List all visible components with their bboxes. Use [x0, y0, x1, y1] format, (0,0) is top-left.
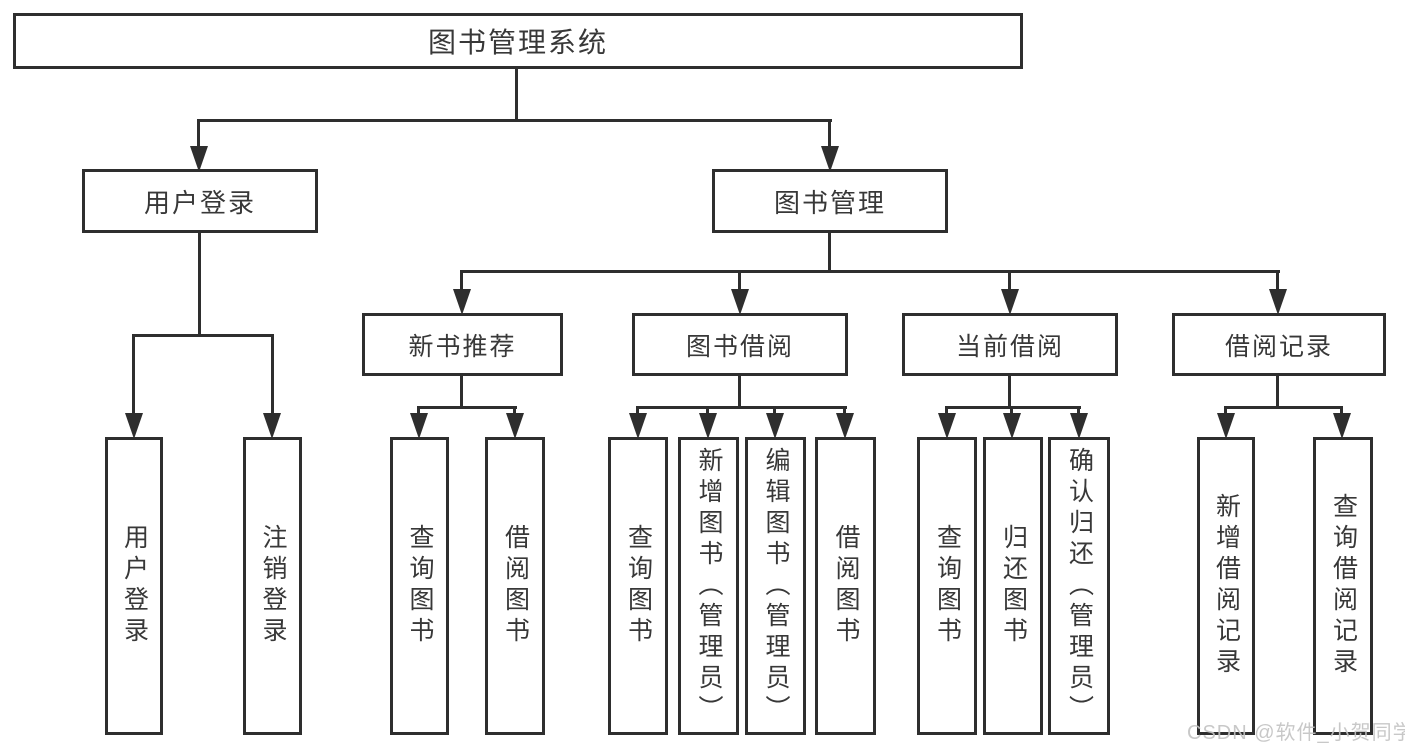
tree-connector — [946, 406, 1081, 409]
tree-connector — [198, 119, 832, 122]
tree-connector — [738, 270, 741, 294]
node-label: 注销登录 — [259, 524, 287, 648]
node-label: 图书借阅 — [685, 332, 794, 361]
tree-connector — [1276, 375, 1279, 409]
arrow-down-icon — [1070, 413, 1088, 439]
tree-connector — [133, 334, 274, 337]
tree-connector — [515, 68, 518, 122]
node-library-management-system: 图书管理系统 — [13, 13, 1023, 69]
node-borrowing-records: 借阅记录 — [1172, 313, 1386, 376]
node-label: 归还图书 — [999, 524, 1028, 648]
node-leaf-query-books: 查询图书 — [608, 437, 668, 735]
node-label: 用户登录 — [143, 187, 256, 218]
tree-connector — [197, 119, 200, 151]
arrow-down-icon — [1001, 289, 1019, 315]
tree-connector — [460, 375, 463, 409]
node-leaf-edit-books-admin: 编辑图书（管理员） — [745, 437, 806, 735]
node-leaf-query-books: 查询图书 — [390, 437, 449, 735]
node-label: 查询图书 — [624, 524, 653, 648]
node-label: 借阅图书 — [832, 524, 860, 648]
arrow-down-icon — [410, 413, 428, 439]
node-leaf-add-borrow-record: 新增借阅记录 — [1197, 437, 1255, 735]
tree-connector — [1008, 270, 1011, 294]
node-label: 图书管理 — [773, 187, 886, 218]
node-book-management-module: 图书管理 — [712, 169, 948, 233]
arrow-down-icon — [506, 413, 524, 439]
tree-connector — [132, 334, 135, 418]
tree-connector — [461, 270, 1280, 273]
arrow-down-icon — [731, 289, 749, 315]
arrow-down-icon — [1333, 413, 1351, 439]
tree-connector — [418, 406, 517, 409]
node-user-login-module: 用户登录 — [82, 169, 318, 233]
arrow-down-icon — [836, 413, 854, 439]
csdn-watermark: CSDN @软件_小贺同学 — [1187, 722, 1405, 744]
arrow-down-icon — [821, 146, 839, 172]
node-leaf-borrow-books: 借阅图书 — [485, 437, 545, 735]
arrow-down-icon — [1217, 413, 1235, 439]
tree-connector — [271, 334, 274, 418]
arrow-down-icon — [699, 413, 717, 439]
arrow-down-icon — [1269, 289, 1287, 315]
node-leaf-borrow-books: 借阅图书 — [815, 437, 876, 735]
arrow-down-icon — [1003, 413, 1021, 439]
tree-connector — [1008, 375, 1011, 409]
node-label: 确认归还（管理员） — [1065, 446, 1094, 726]
node-label: 查询图书 — [933, 524, 962, 648]
node-label: 新书推荐 — [408, 332, 517, 361]
arrow-down-icon — [263, 413, 281, 439]
node-label: 新增图书（管理员） — [695, 446, 723, 726]
arrow-down-icon — [190, 146, 208, 172]
tree-connector — [198, 233, 201, 337]
node-leaf-confirm-return-admin: 确认归还（管理员） — [1048, 437, 1110, 735]
tree-connector — [1276, 270, 1279, 294]
node-leaf-logout: 注销登录 — [243, 437, 302, 735]
arrow-down-icon — [938, 413, 956, 439]
node-label: 新增借阅记录 — [1212, 493, 1241, 679]
arrow-down-icon — [125, 413, 143, 439]
tree-connector — [637, 406, 847, 409]
node-label: 查询借阅记录 — [1329, 493, 1358, 679]
tree-connector — [738, 375, 741, 409]
node-label: 查询图书 — [406, 524, 434, 648]
arrow-down-icon — [766, 413, 784, 439]
node-label: 用户登录 — [120, 524, 149, 648]
node-book-borrowing: 图书借阅 — [632, 313, 848, 376]
node-leaf-add-books-admin: 新增图书（管理员） — [678, 437, 739, 735]
node-label: 借阅记录 — [1224, 332, 1333, 361]
node-label: 图书管理系统 — [427, 27, 608, 58]
arrow-down-icon — [453, 289, 471, 315]
node-leaf-return-books: 归还图书 — [983, 437, 1043, 735]
arrow-down-icon — [629, 413, 647, 439]
tree-connector — [460, 270, 463, 294]
node-leaf-query-books: 查询图书 — [917, 437, 977, 735]
node-leaf-user-login: 用户登录 — [105, 437, 163, 735]
node-new-book-recommend: 新书推荐 — [362, 313, 563, 376]
node-label: 编辑图书（管理员） — [762, 446, 790, 726]
tree-connector — [828, 119, 831, 151]
node-leaf-query-borrow-record: 查询借阅记录 — [1313, 437, 1373, 735]
node-label: 借阅图书 — [501, 524, 530, 648]
tree-connector — [1225, 406, 1343, 409]
node-current-borrowing: 当前借阅 — [902, 313, 1118, 376]
node-label: 当前借阅 — [955, 332, 1064, 361]
tree-connector — [828, 233, 831, 273]
